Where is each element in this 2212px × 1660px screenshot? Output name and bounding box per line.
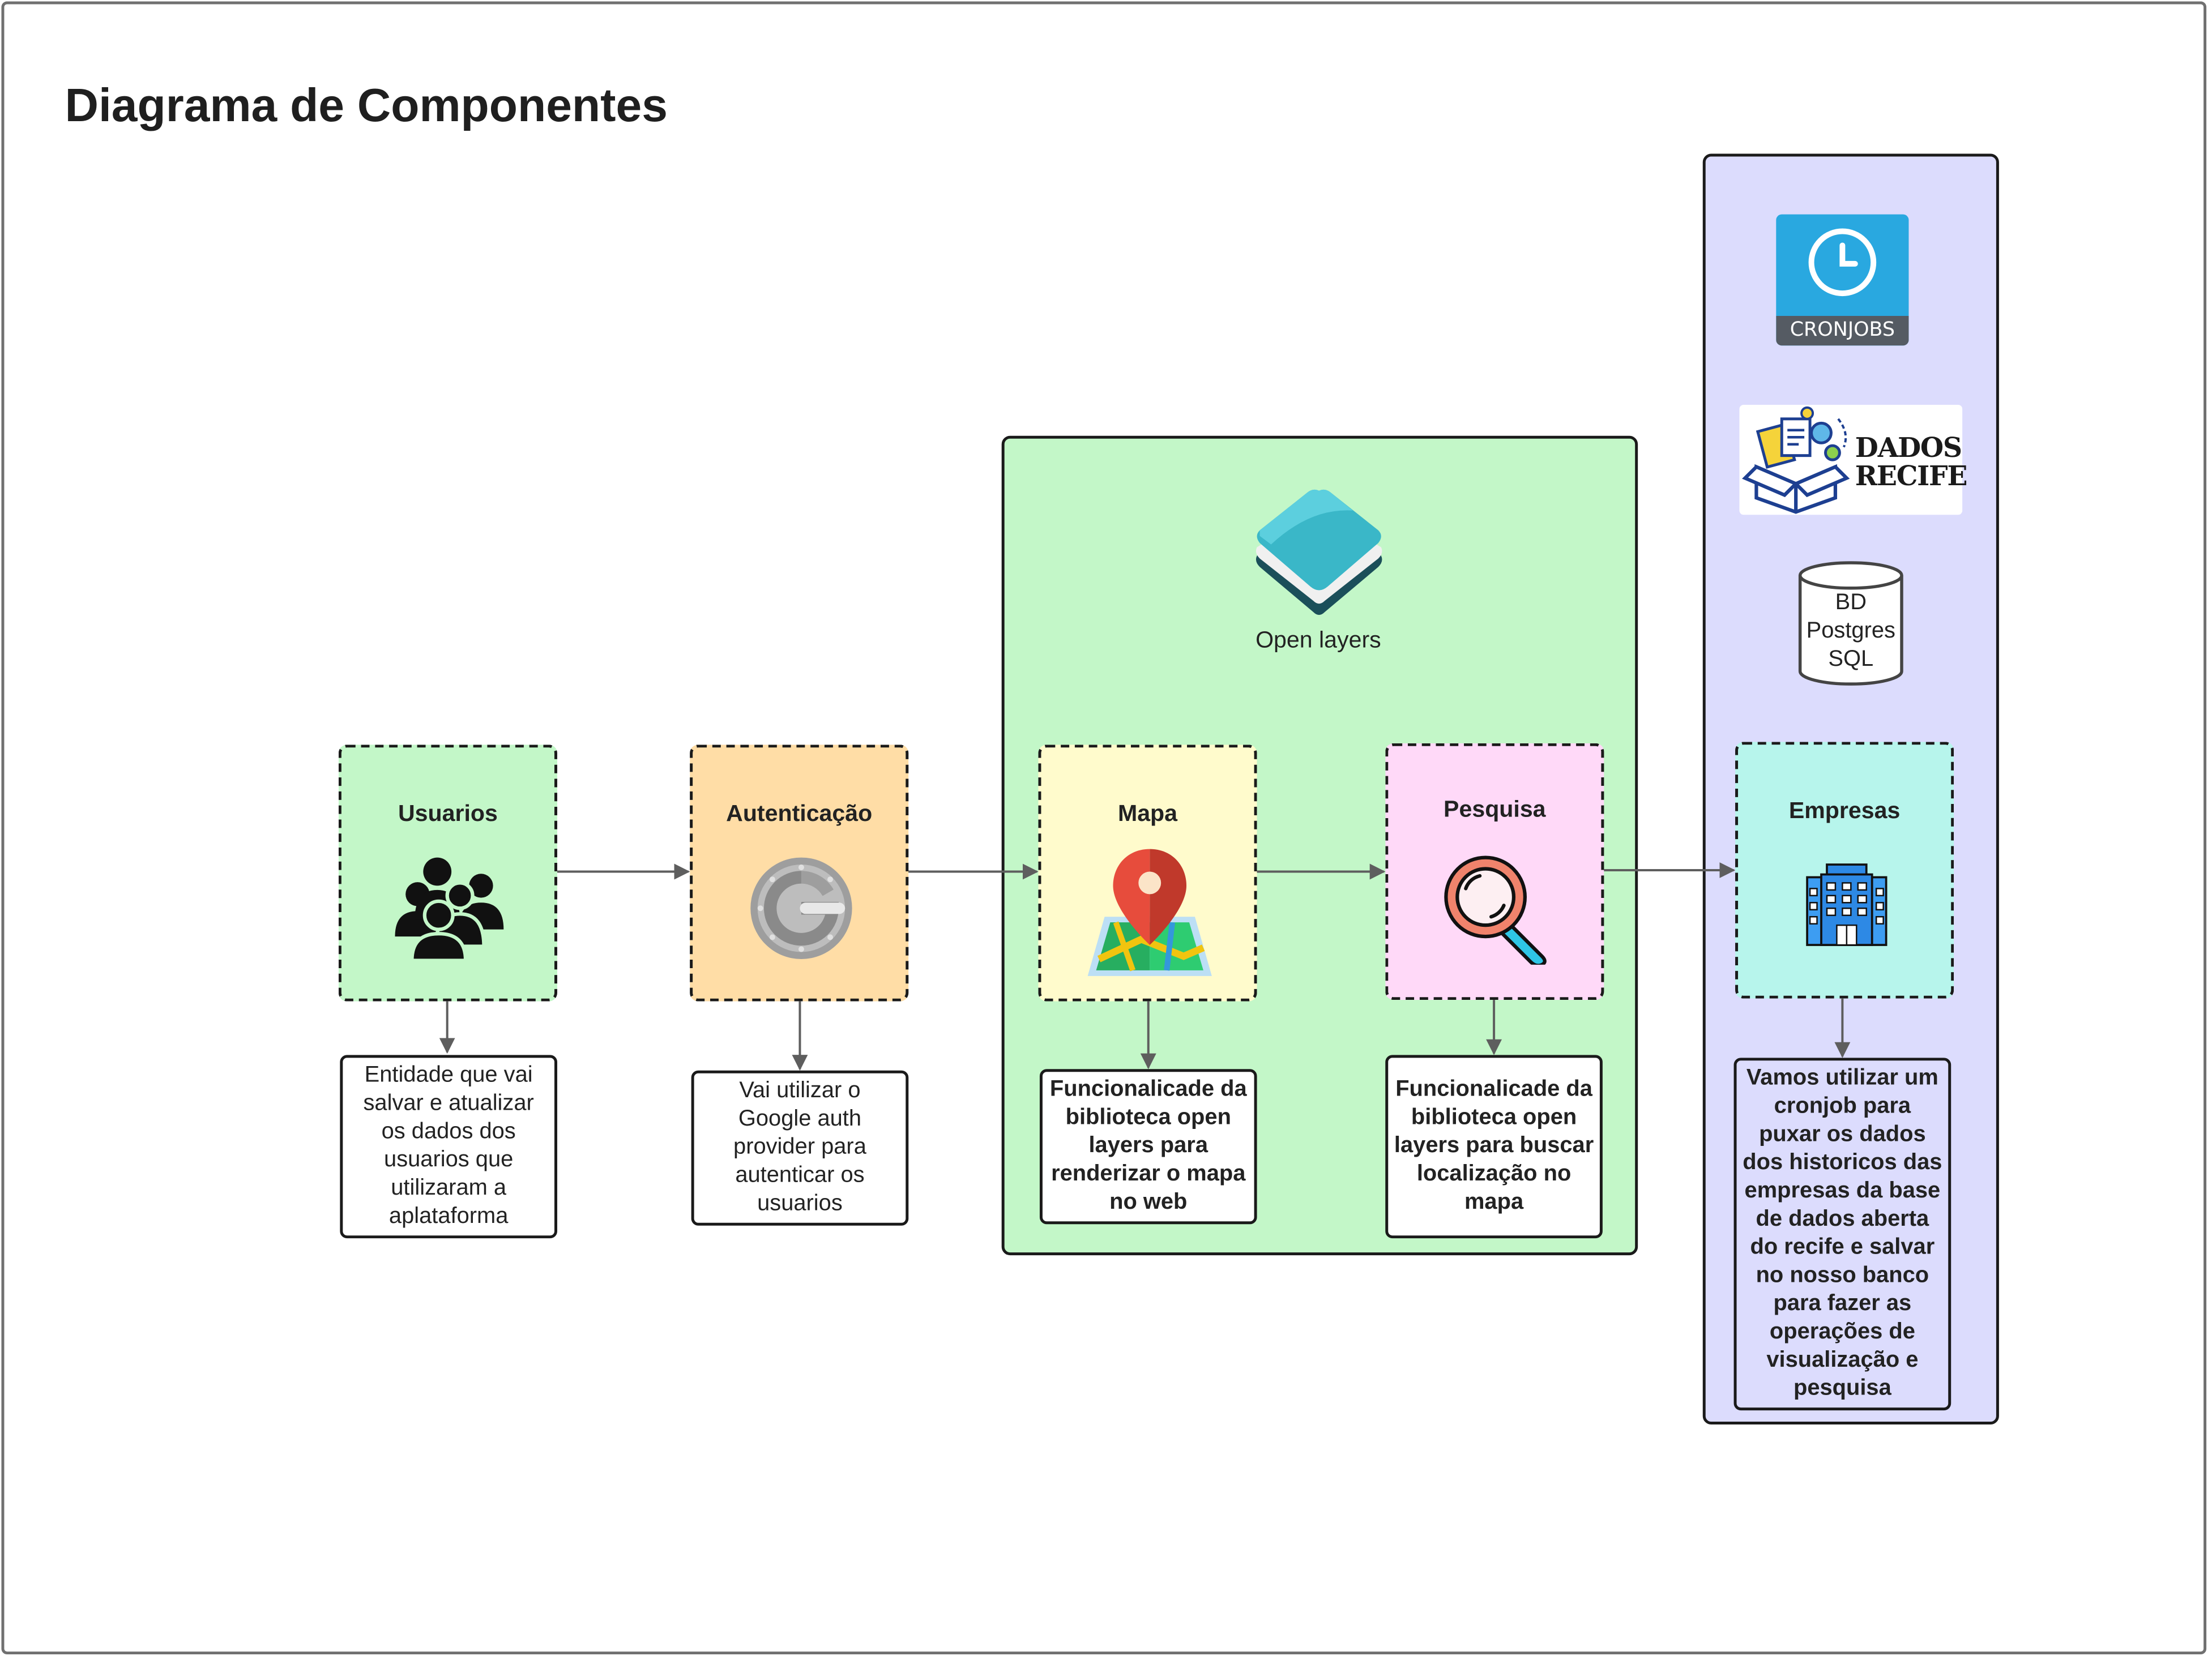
open-data-box-icon — [1742, 406, 1850, 514]
autenticacao-label: Autenticação — [726, 801, 873, 827]
usuarios-note-text: Entidade que vai salvar e atualizar os d… — [363, 1063, 534, 1229]
magnifying-glass-icon — [1444, 855, 1547, 965]
map-pin-icon — [1087, 849, 1212, 976]
database-label: BD Postgres SQL — [1796, 589, 1906, 674]
database-line2: Postgres — [1806, 619, 1895, 643]
openlayers-label: Open layers — [1256, 627, 1381, 653]
empresas-note-text: Vamos utilizar um cronjob para puxar os … — [1743, 1066, 1942, 1401]
google-authenticator-icon — [750, 857, 852, 959]
autenticacao-note-text: Vai utilizar o Google auth provider para… — [733, 1079, 866, 1216]
cronjobs-label: CRONJOBS — [1776, 316, 1909, 346]
office-building-icon — [1806, 863, 1888, 946]
page-title: Diagrama de Componentes — [65, 79, 668, 131]
empresas-component[interactable]: Empresas — [1735, 742, 1954, 999]
mapa-note-text: Funcionalicade da biblioteca open layers… — [1049, 1077, 1247, 1214]
autenticacao-component[interactable]: Autenticação — [690, 745, 909, 1002]
pesquisa-label: Pesquisa — [1444, 797, 1546, 823]
usuarios-label: Usuarios — [398, 801, 498, 827]
openlayers-logo-icon — [1256, 489, 1382, 615]
usuarios-note: Entidade que vai salvar e atualizar os d… — [340, 1055, 557, 1239]
dados-recife-line2: RECIFE — [1855, 461, 1968, 493]
autenticacao-note: Vai utilizar o Google auth provider para… — [691, 1070, 909, 1226]
mapa-component[interactable]: Mapa — [1038, 745, 1257, 1002]
usuarios-component[interactable]: Usuarios — [338, 745, 557, 1002]
database-line3: SQL — [1828, 647, 1874, 671]
mapa-label: Mapa — [1117, 801, 1178, 827]
mapa-note: Funcionalicade da biblioteca open layers… — [1039, 1069, 1257, 1225]
users-group-icon — [395, 857, 504, 962]
database-line1: BD — [1835, 591, 1867, 615]
cronjobs-icon: CRONJOBS — [1776, 214, 1909, 346]
database-cylinder-icon — [1798, 561, 1903, 686]
empresas-label: Empresas — [1788, 798, 1901, 824]
pesquisa-note: Funcionalicade da biblioteca open layers… — [1385, 1055, 1603, 1239]
pesquisa-note-text: Funcionalicade da biblioteca open layers… — [1394, 1077, 1594, 1214]
empresas-note: Vamos utilizar um cronjob para puxar os … — [1733, 1058, 1951, 1411]
pesquisa-component[interactable]: Pesquisa — [1385, 743, 1604, 1000]
dados-recife-line1: DADOS — [1855, 433, 1962, 464]
clock-icon — [1808, 228, 1877, 297]
dados-recife-logo: DADOS RECIFE — [1739, 404, 1968, 515]
